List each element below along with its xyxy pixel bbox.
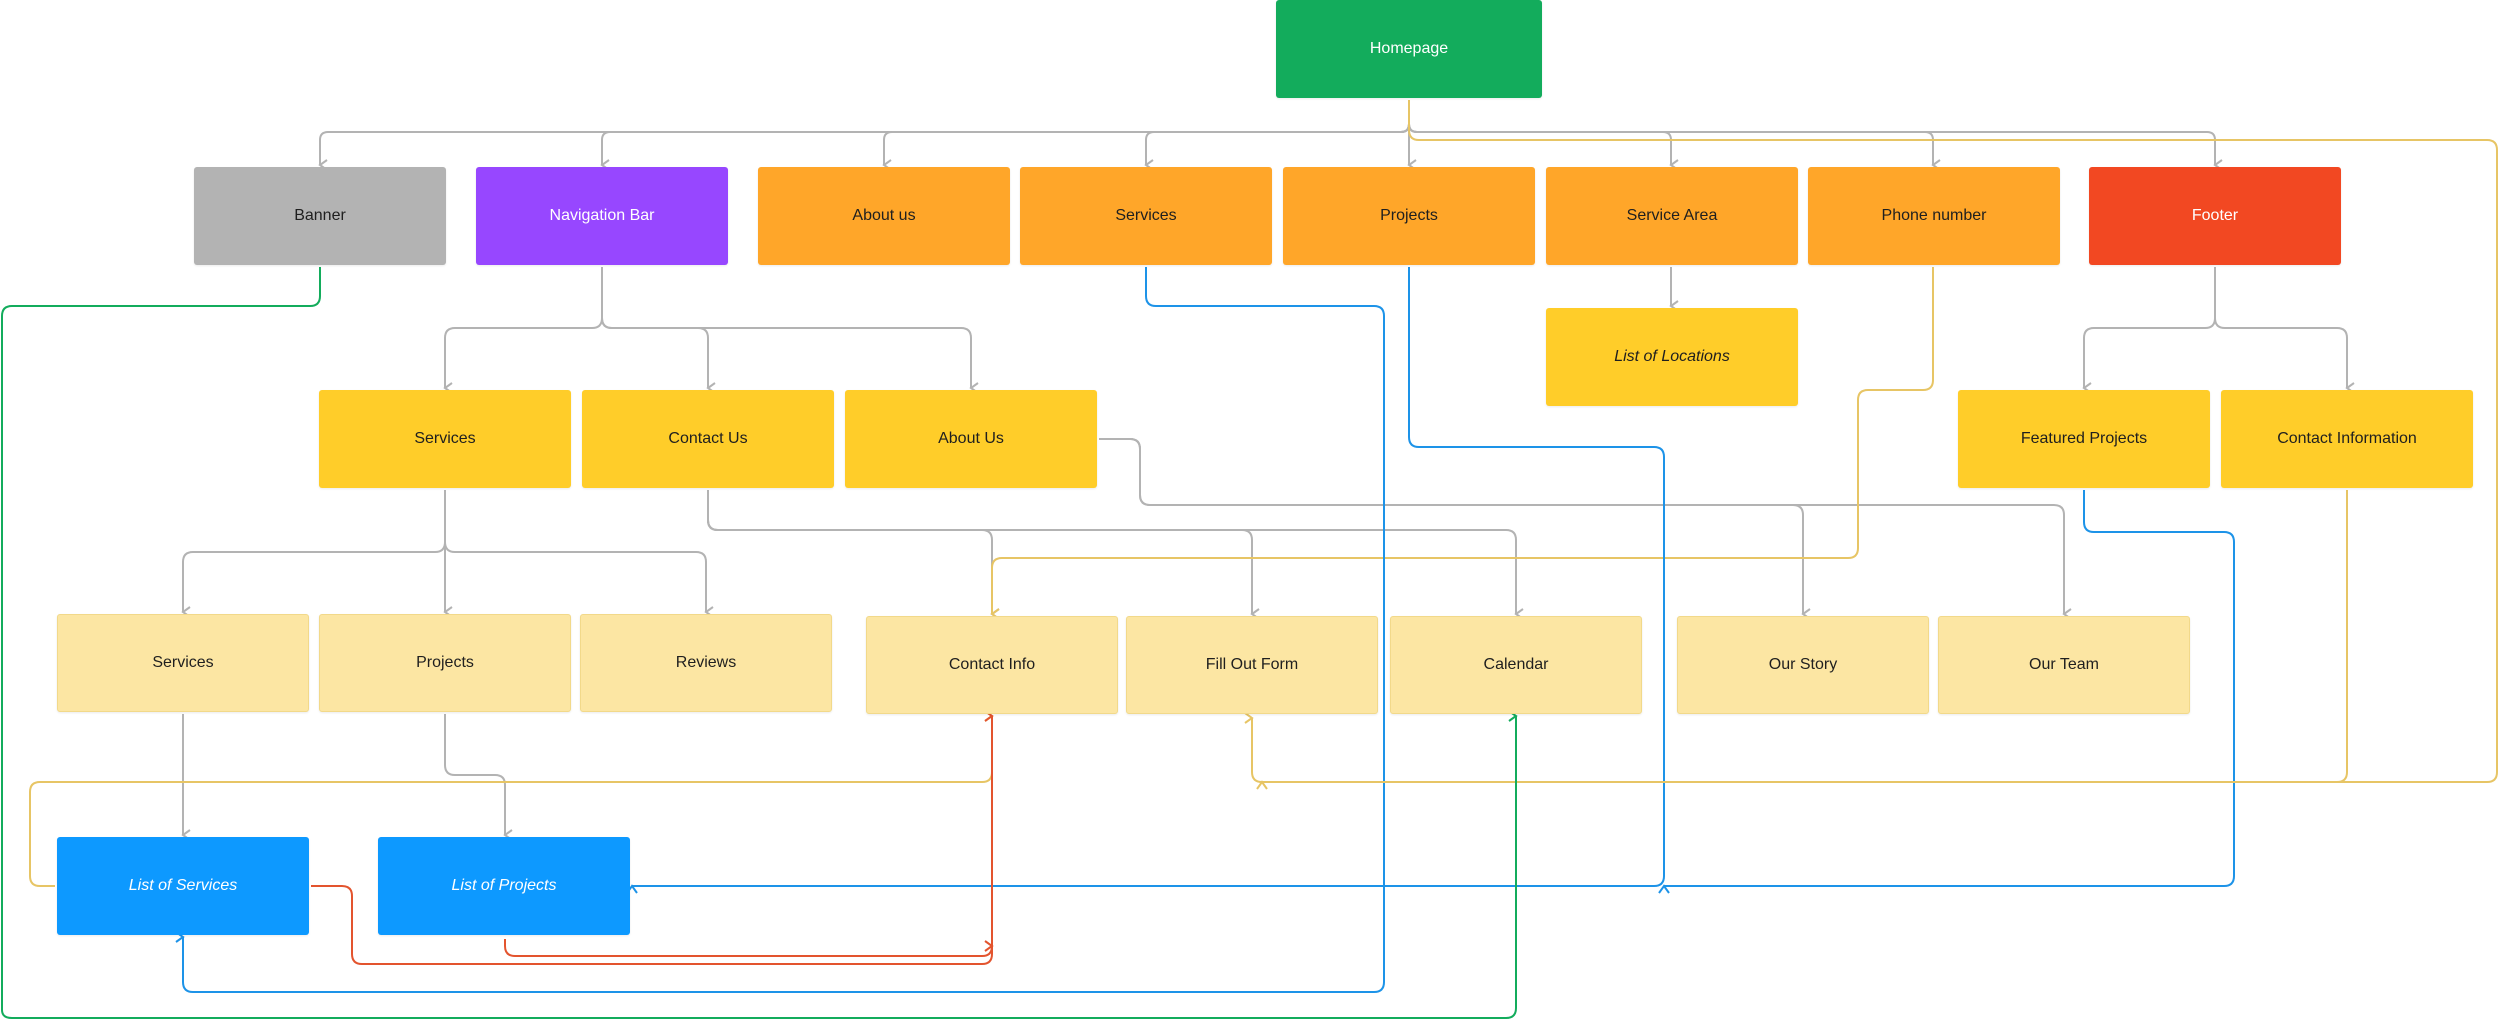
node-list-of-projects[interactable]: List of Projects — [378, 837, 630, 935]
node-our-story[interactable]: Our Story — [1677, 616, 1929, 714]
node-calendar[interactable]: Calendar — [1390, 616, 1642, 714]
connector-projects-top-to-list-of-projects — [626, 267, 1665, 894]
connector-nav-contact-us-to-calendar — [707, 490, 1524, 620]
connector-navigation-bar-to-nav-services — [443, 267, 603, 394]
connector-homepage-to-navigation-bar — [600, 100, 1410, 171]
connector-homepage-to-services-top — [1144, 100, 1410, 171]
connector-nav-contact-us-to-contact-info — [707, 490, 1000, 620]
connector-nav-about-us-to-our-story — [1099, 438, 1811, 620]
node-label: Navigation Bar — [549, 207, 655, 224]
connector-homepage-to-service-area — [1408, 100, 1679, 171]
connector-nav-contact-us-to-fill-out-form — [707, 490, 1260, 620]
connector-sub-projects-to-list-of-projects — [444, 714, 513, 841]
node-label: About us — [852, 207, 916, 224]
node-sub-reviews[interactable]: Reviews — [580, 614, 832, 712]
connector-homepage-to-phone-number — [1408, 100, 1941, 171]
node-about-us-top[interactable]: About us — [758, 167, 1010, 265]
node-phone-number[interactable]: Phone number — [1808, 167, 2060, 265]
node-label: Homepage — [1369, 40, 1449, 57]
node-featured-projects[interactable]: Featured Projects — [1958, 390, 2210, 488]
node-label: Projects — [1380, 207, 1438, 224]
node-label: Projects — [416, 654, 474, 671]
connector-homepage-to-footer — [1408, 100, 2223, 171]
node-label: Contact Info — [948, 656, 1036, 673]
node-label: Service Area — [1626, 207, 1718, 224]
connector-footer-to-featured-projects — [2082, 267, 2216, 394]
node-label: List of Projects — [451, 877, 557, 894]
node-label: Reviews — [675, 654, 737, 671]
node-homepage[interactable]: Homepage — [1276, 0, 1542, 98]
node-list-of-locations[interactable]: List of Locations — [1546, 308, 1798, 406]
node-label: Footer — [2191, 207, 2239, 224]
node-label: Contact Us — [668, 430, 748, 447]
node-label: Calendar — [1483, 656, 1549, 673]
node-banner[interactable]: Banner — [194, 167, 446, 265]
node-label: Fill Out Form — [1205, 656, 1299, 673]
connector-footer-to-contact-information — [2214, 267, 2355, 394]
connector-list-of-projects-to-contact-info — [504, 939, 994, 957]
node-our-team[interactable]: Our Team — [1938, 616, 2190, 714]
connector-nav-services-to-sub-services — [181, 490, 446, 618]
node-label: Services — [152, 654, 214, 671]
node-fill-out-form[interactable]: Fill Out Form — [1126, 616, 1378, 714]
node-navigation-bar[interactable]: Navigation Bar — [476, 167, 728, 265]
connector-nav-services-to-sub-reviews — [444, 490, 714, 618]
connector-navigation-bar-to-nav-about-us — [601, 267, 979, 394]
node-contact-information[interactable]: Contact Information — [2221, 390, 2473, 488]
node-label: List of Services — [128, 877, 238, 894]
node-label: Banner — [294, 207, 346, 224]
node-label: Services — [1115, 207, 1177, 224]
node-label: Contact Information — [2277, 430, 2417, 447]
node-label: Our Story — [1768, 656, 1838, 673]
node-footer[interactable]: Footer — [2089, 167, 2341, 265]
node-nav-about-us[interactable]: About Us — [845, 390, 1097, 488]
connector-homepage-to-banner — [318, 100, 1410, 171]
node-service-area[interactable]: Service Area — [1546, 167, 1798, 265]
connector-navigation-bar-to-nav-contact-us — [601, 267, 716, 394]
node-label: About Us — [938, 430, 1004, 447]
node-nav-services[interactable]: Services — [319, 390, 571, 488]
node-label: Our Team — [2029, 656, 2099, 673]
node-nav-contact-us[interactable]: Contact Us — [582, 390, 834, 488]
node-list-of-services[interactable]: List of Services — [57, 837, 309, 935]
node-sub-services[interactable]: Services — [57, 614, 309, 712]
node-label: List of Locations — [1614, 348, 1730, 365]
node-sub-projects[interactable]: Projects — [319, 614, 571, 712]
node-services-top[interactable]: Services — [1020, 167, 1272, 265]
node-label: Services — [414, 430, 476, 447]
node-projects-top[interactable]: Projects — [1283, 167, 1535, 265]
connector-homepage-to-about-us-top — [882, 100, 1410, 171]
connector-nav-about-us-to-our-team — [1099, 438, 2072, 620]
node-contact-info[interactable]: Contact Info — [866, 616, 1118, 714]
node-label: Featured Projects — [2020, 430, 2148, 447]
node-label: Phone number — [1881, 207, 1987, 224]
